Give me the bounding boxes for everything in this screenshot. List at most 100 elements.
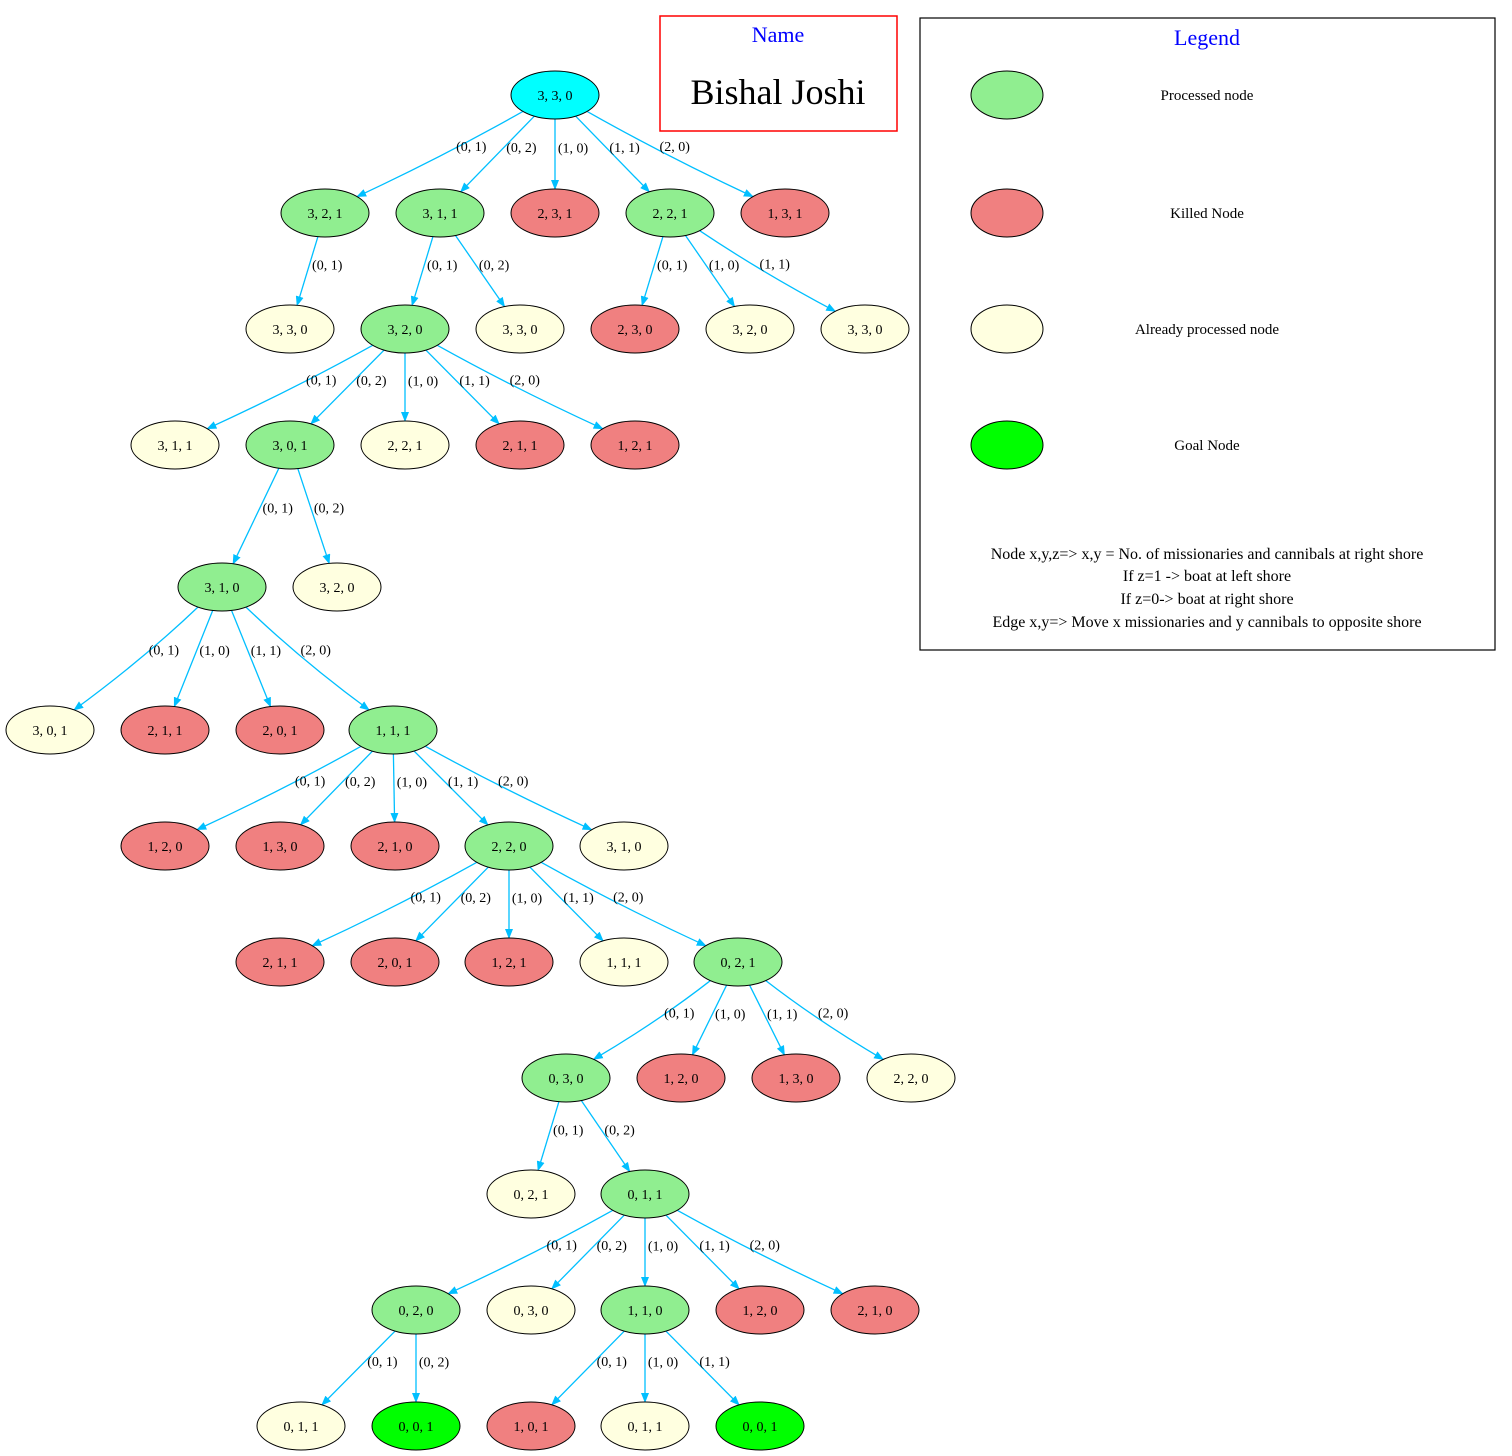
node-label: 1, 0, 1: [514, 1420, 549, 1435]
node-label: 3, 2, 0: [388, 323, 423, 338]
edge-label: (0, 1): [553, 1124, 584, 1139]
node-ellipse: [130, 420, 220, 470]
edge-label: (1, 0): [512, 892, 543, 907]
edge-labels-layer: (0, 1) (0, 2) (1, 0) (1, 1) (2, 0) (0, 1) (0, …: [149, 140, 849, 1370]
name-box-border: [659, 15, 898, 132]
node-label: 3, 1, 0: [607, 840, 642, 855]
node-processed: 1, 1, 1: [348, 705, 438, 755]
edge-arrow: [206, 344, 374, 430]
node-label: 2, 2, 0: [492, 840, 527, 855]
node-ellipse: [256, 1401, 346, 1451]
edge-arrow: [447, 1209, 614, 1295]
node-label: 3, 2, 1: [308, 207, 343, 222]
node-label: 2, 1, 0: [858, 1304, 893, 1319]
edge-arrow: [196, 745, 362, 831]
edge-label: (1, 1): [760, 258, 791, 273]
legend-swatch: [970, 70, 1044, 120]
edge-label: (0, 2): [479, 258, 510, 273]
edge-label: (0, 2): [345, 775, 376, 790]
edge-arrow: [540, 861, 707, 947]
node-ellipse: [510, 188, 600, 238]
node-ellipse: [464, 937, 554, 987]
edge-label: (0, 1): [312, 259, 343, 274]
node-already: 3, 1, 0: [579, 821, 669, 871]
edge-arrow: [575, 115, 650, 193]
node-killed: 1, 0, 1: [486, 1401, 576, 1451]
edge-label: (1, 1): [767, 1007, 798, 1022]
node-ellipse: [235, 937, 325, 987]
edge-arrow: [232, 467, 280, 565]
node-killed: 2, 1, 1: [120, 705, 210, 755]
node-killed: 2, 1, 0: [830, 1285, 920, 1335]
node-label: 2, 2, 1: [653, 207, 688, 222]
node-killed: 2, 0, 1: [235, 705, 325, 755]
node-ellipse: [830, 1285, 920, 1335]
node-label: 3, 1, 0: [205, 581, 240, 596]
node-label: 1, 1, 1: [376, 724, 411, 739]
node-label: 3, 0, 1: [273, 439, 308, 454]
name-box-title: Name: [752, 22, 805, 47]
edge-arrow: [765, 980, 885, 1060]
edge-label: (0, 2): [356, 374, 387, 389]
edge-arrow: [73, 606, 199, 711]
edge-label: (1, 0): [648, 1240, 679, 1255]
node-ellipse: [579, 821, 669, 871]
edge-label: (2, 0): [750, 1238, 781, 1253]
node-label: 0, 1, 1: [628, 1420, 663, 1435]
edge-arrow: [640, 236, 664, 307]
node-ellipse: [235, 821, 325, 871]
legend-item-label: Killed Node: [1170, 206, 1244, 222]
edge-arrow: [529, 866, 604, 942]
edge-arrow: [676, 1209, 844, 1295]
node-processed: 3, 2, 1: [280, 188, 370, 238]
node-processed: 2, 2, 1: [625, 188, 715, 238]
edge-arrow: [230, 610, 272, 708]
edge-label: (0, 1): [149, 643, 180, 658]
node-ellipse: [751, 1053, 841, 1103]
node-label: 3, 1, 1: [423, 207, 458, 222]
node-killed: 2, 1, 0: [350, 821, 440, 871]
node-label: 2, 0, 1: [263, 724, 298, 739]
node-already: 0, 3, 0: [486, 1285, 576, 1335]
edge-label: (0, 1): [367, 1355, 398, 1370]
node-label: 0, 1, 1: [628, 1188, 663, 1203]
edge-label: (0, 2): [597, 1239, 628, 1254]
edge-label: (1, 0): [558, 141, 589, 156]
node-ellipse: [120, 705, 210, 755]
node-label: 2, 2, 0: [894, 1072, 929, 1087]
node-label: 2, 1, 1: [148, 724, 183, 739]
edge-label: (1, 1): [251, 644, 282, 659]
node-ellipse: [600, 1169, 690, 1219]
node-processed: 1, 1, 0: [600, 1285, 690, 1335]
node-ellipse: [475, 420, 565, 470]
node-label: 2, 0, 1: [378, 956, 413, 971]
node-ellipse: [348, 705, 438, 755]
node-label: 1, 1, 0: [628, 1304, 663, 1319]
node-killed: 2, 3, 1: [510, 188, 600, 238]
node-label: 0, 2, 0: [399, 1304, 434, 1319]
node-ellipse: [740, 188, 830, 238]
node-killed: 1, 3, 0: [751, 1053, 841, 1103]
name-box-value: Bishal Joshi: [690, 72, 865, 112]
node-ellipse: [395, 188, 485, 238]
node-ellipse: [371, 1401, 461, 1451]
edge-arrow: [425, 745, 593, 831]
node-ellipse: [371, 1285, 461, 1335]
edge-arrow: [311, 861, 478, 947]
node-already: 3, 0, 1: [5, 705, 95, 755]
node-label: 3, 0, 1: [33, 724, 68, 739]
legend-swatch: [970, 188, 1044, 238]
node-already: 3, 2, 0: [705, 304, 795, 354]
node-processed: 2, 2, 0: [464, 821, 554, 871]
edge-arrow: [699, 230, 837, 312]
node-already: 2, 2, 0: [866, 1053, 956, 1103]
edge-label: (1, 1): [448, 775, 479, 790]
node-already: 3, 3, 0: [820, 304, 910, 354]
node-label: 2, 1, 1: [263, 956, 298, 971]
node-killed: 2, 1, 1: [235, 937, 325, 987]
node-killed: 2, 3, 0: [590, 304, 680, 354]
node-label: 0, 2, 1: [514, 1188, 549, 1203]
edge-label: (1, 1): [459, 374, 490, 389]
